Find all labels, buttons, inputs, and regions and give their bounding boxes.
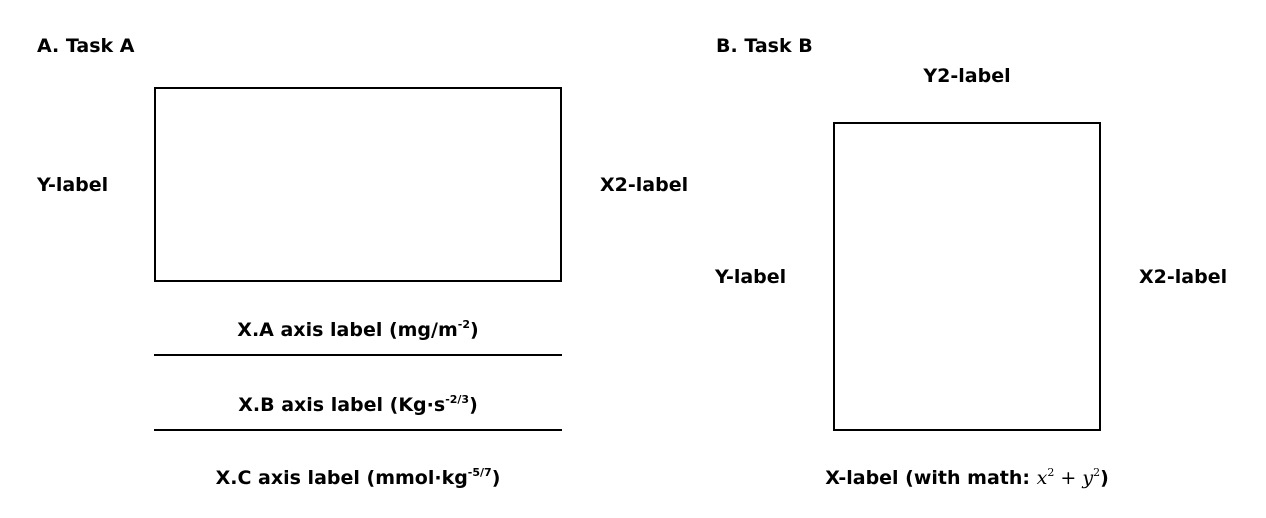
panel-a-title: A. Task A <box>37 35 135 57</box>
panel-a-x-axis-label-c-close: ) <box>491 467 501 489</box>
panel-a-x-axis-line-c <box>154 429 562 431</box>
panel-a-x-axis-label-b-close: ) <box>469 394 478 416</box>
panel-b-top-axis-label: Y2-label <box>923 65 1011 87</box>
panel-a-x-axis-label-b-exponent: -2/3 <box>445 392 470 406</box>
panel-b-x-axis-label-exp-x: 2 <box>1047 465 1055 479</box>
panel-a-right-axis-label: X2-label <box>600 174 689 196</box>
panel-a-x-axis-label-a-close: ) <box>470 319 479 341</box>
panel-b-x-axis-label-plus: + <box>1054 467 1083 489</box>
panel-b-x-axis-label: X-label (with math: x2 + y2) <box>825 467 1109 489</box>
panel-b-x-axis-label-exp-y: 2 <box>1093 465 1101 479</box>
panel-a-x-axis-label-a: X.A axis label (mg/m-2) <box>237 319 478 341</box>
panel-b-axes-frame <box>833 122 1101 431</box>
panel-b-right-axis-label: X2-label <box>1139 266 1228 288</box>
panel-a-x-axis-label-c-text: X.C axis label (mmol·kg <box>215 467 468 489</box>
panel-a-x-axis-label-c-exponent: -5/7 <box>467 465 492 479</box>
panel-b-x-axis-label-prefix: X-label (with math: <box>825 467 1037 489</box>
panel-a-x-axis-label-b: X.B axis label (Kg·s-2/3) <box>238 394 478 416</box>
panel-a-x-axis-label-a-exponent: -2 <box>457 317 471 331</box>
panel-a-x-axis-line-b <box>154 354 562 356</box>
panel-a-x-axis-label-a-text: X.A axis label (mg/m <box>237 319 458 341</box>
panel-a-y-axis-label: Y-label <box>37 174 109 196</box>
panel-b-x-axis-label-var-x: x <box>1036 467 1048 489</box>
panel-b-title: B. Task B <box>716 35 813 57</box>
panel-b-y-axis-label: Y-label <box>715 266 787 288</box>
panel-a-x-axis-label-c: X.C axis label (mmol·kg-5/7) <box>216 467 501 489</box>
panel-a-x-axis-label-b-text: X.B axis label (Kg·s <box>238 394 446 416</box>
panel-a-axes-frame <box>154 87 562 282</box>
panel-b-x-axis-label-suffix: ) <box>1100 467 1109 489</box>
panel-b-x-axis-label-var-y: y <box>1082 467 1094 489</box>
